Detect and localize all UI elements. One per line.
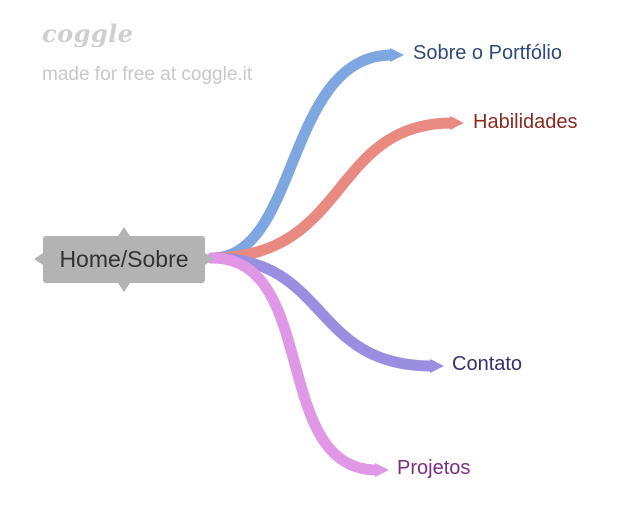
branch-node-contato[interactable]: Contato <box>452 353 523 375</box>
branch-connector-contato <box>206 252 438 372</box>
root-node[interactable]: Home/Sobre <box>43 236 205 283</box>
coggle-tagline: made for free at coggle.it <box>42 64 253 85</box>
coggle-logo: coggle <box>42 19 134 48</box>
root-handle-left-icon[interactable] <box>34 253 43 265</box>
branch-node-projetos[interactable]: Projetos <box>397 457 471 479</box>
branch-arrow-contato <box>430 359 444 373</box>
branch-node-habilidades[interactable]: Habilidades <box>473 111 578 133</box>
branch-arrow-projetos <box>375 463 389 477</box>
root-node-label: Home/Sobre <box>59 246 189 272</box>
root-handle-down-icon[interactable] <box>118 283 130 292</box>
branch-connector-sobre <box>206 49 398 264</box>
root-handle-right-icon[interactable] <box>205 253 214 265</box>
branch-arrow-sobre <box>390 48 404 62</box>
branch-connector-habilidades <box>206 117 458 264</box>
branch-arrow-habilidades <box>450 116 464 130</box>
branch-node-sobre[interactable]: Sobre o Portfólio <box>413 42 562 64</box>
root-handle-up-icon[interactable] <box>118 227 130 236</box>
branch-connector-projetos <box>206 252 383 476</box>
